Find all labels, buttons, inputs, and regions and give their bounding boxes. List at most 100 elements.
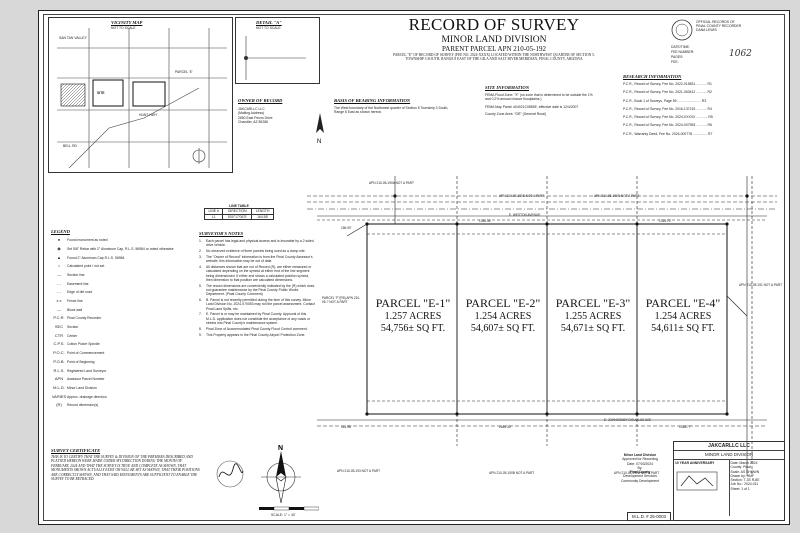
vicinity-label: PARCEL 'E'	[175, 70, 193, 74]
legend-item: - - Edge of dirt road	[51, 288, 189, 297]
recorder-line: OFFICIAL RECORDS OF	[696, 20, 735, 24]
legend-item: (R)Record dimension(s)	[51, 401, 189, 410]
parcel-sqft: 54,756± SQ FT.	[380, 323, 446, 334]
company-logo	[676, 471, 718, 491]
note-item: 2.No observed evidence of three parcels …	[199, 249, 315, 253]
approval-line: Development Services	[623, 474, 657, 479]
legend-item: P.O.C.Point of Commencement	[51, 349, 189, 358]
legend-symbol: x x	[56, 298, 62, 303]
detail-a: DETAIL "A" NOT TO SCALE	[235, 17, 320, 84]
legend-label: Edge of dirt road	[67, 290, 93, 295]
line-table-header: LENGTH	[255, 209, 270, 214]
note-item: 4.All distances shown that are not of Re…	[199, 265, 315, 282]
recorder-handwritten: 1062	[729, 49, 752, 59]
legend-symbol: - -	[57, 289, 61, 295]
legend-label: Found 2" Aluminum Cap R.L.S. 56984	[67, 255, 125, 260]
svg-text:N: N	[317, 139, 321, 145]
apn-label: APN 210-05-193 NOT A PART	[337, 469, 381, 473]
recorder-line: PINAL COUNTY RECORDER	[696, 24, 742, 28]
legend-symbol: ▲	[57, 254, 61, 260]
dimension-label: 156.90'	[341, 226, 352, 230]
road-label-north: E. WESTON AVENUE	[509, 213, 541, 217]
north-arrow-icon: N	[261, 445, 301, 503]
legend-item: —Section line	[51, 271, 189, 280]
apn-label: APN 210-05-191 NOT A PART	[739, 283, 783, 287]
legend-symbol: (R)	[56, 402, 62, 408]
title-block-left: 10 YEAR ANNIVERSARY	[674, 460, 730, 516]
site-line: FEMA Flood Zone: "X" (no zone that is de…	[485, 93, 593, 102]
legend-symbol: C.P.S.	[53, 341, 65, 347]
site-line: FEMA Map Panel: #04021C0855E, effective …	[485, 104, 579, 109]
certificate-text: THIS IS TO CERTIFY THAT THE SURVEY & DIV…	[51, 455, 200, 482]
parcel-sqft: 54,611± SQ FT.	[651, 323, 715, 334]
note-text: The record dimensions are conveniently i…	[206, 283, 315, 297]
legend-label: Point of Beginning	[67, 359, 95, 364]
anniversary-text: 10 YEAR ANNIVERSARY	[675, 461, 715, 465]
dimension-label: 1336.34'	[479, 219, 492, 223]
apn-label: APN 210-05-190D NOT A PART	[594, 194, 640, 198]
owner-line: (Mailing Address)	[238, 111, 265, 116]
note-number: 6.	[199, 298, 202, 303]
scale-bar	[259, 506, 319, 511]
parcel-sqft: 54,671± SQ FT.	[560, 323, 626, 334]
legend-label: Calculated point / not set	[67, 264, 105, 269]
vicinity-label: HUNT HWY	[139, 113, 158, 117]
research-line: P.C.R., Record of Survey, Fee No. 2024-0…	[623, 123, 712, 128]
dimension-label: 161.98'	[341, 425, 352, 429]
legend-label: Found monument as noted	[67, 238, 108, 243]
legend-label: Center	[67, 333, 78, 338]
legend-symbol: APN	[54, 376, 64, 382]
apn-label: APN 210-05-190E NOT A PART	[499, 194, 545, 198]
legend-symbol: P.O.B.	[53, 358, 65, 364]
apn-label: APN 210-05-190B NOT A PART	[614, 471, 660, 475]
legend-item: ▲ Found 2" Aluminum Cap R.L.S. 56984	[51, 253, 189, 262]
legend-item: ◉Set 5/8" Rebar with 2" Aluminum Cap, R.…	[51, 245, 189, 254]
research-header: RESEARCH INFORMATION	[623, 74, 682, 79]
vicinity-map: VICINITY MAP NOT TO SCALE SAN TAN VALLEY…	[48, 17, 233, 173]
sheet-border	[43, 14, 785, 521]
vicinity-label: SAN TAN VALLEY	[59, 36, 87, 40]
tb-info: County: Pinal	[730, 465, 751, 470]
legal-description-1: PARCEL "E" OF RECORD OF SURVEY (FEE NO. …	[393, 53, 595, 57]
note-item: 9.This Property appears in the Pinal Cou…	[199, 333, 315, 337]
legend-symbol: P.O.C.	[53, 350, 65, 356]
tb-info: Job No.: 2024-011	[730, 482, 759, 487]
note-text: Pinal Zone of Accommodated Pinal County …	[206, 326, 308, 331]
legend-symbol: CTR	[54, 332, 64, 338]
parent-parcel: PARENT PARCEL APN 210-05-192	[442, 45, 546, 53]
vicinity-map-drawing	[57, 28, 227, 169]
recorder-field: FEE:	[671, 60, 679, 64]
note-item: 5.The record dimensions are conveniently…	[199, 284, 315, 297]
legend-item: - -Easement line	[51, 279, 189, 288]
legend-item: P.C.R.Pinal County Recorder	[51, 314, 189, 323]
note-text: E. Parcel is or may be maintained by Pin…	[206, 312, 311, 326]
tb-info: Section: T-3S R-8E	[730, 478, 760, 483]
legal-description-2: TOWNSHIP 3 SOUTH, RANGE 8 EAST OF THE GI…	[405, 57, 583, 62]
approval-block: Minor Land Division Approved for Recordi…	[611, 453, 669, 483]
legend-label: Assessor Parcel Number	[67, 377, 105, 382]
parcel-e2: PARCEL "E-2" 1.254 ACRES 54,607± SQ FT.	[459, 296, 547, 335]
legend-item: C.P.S.Cotton Picker Spindle	[51, 340, 189, 349]
note-text: No observed evidence of three parcels be…	[206, 249, 306, 254]
site-header: SITE INFORMATION	[485, 85, 530, 90]
legend-label: Fence line	[67, 299, 83, 303]
tb-info: Drawn by: HMF	[730, 473, 755, 478]
note-item: 3.The "Owner of Record" information is f…	[199, 255, 315, 264]
line-table-cell: S00°17'06"E	[223, 214, 253, 219]
title-block-right: Date: March 2024 County: Pinal Scale: AS…	[730, 460, 785, 516]
note-item: 7.E. Parcel is or may be maintained by P…	[199, 312, 315, 325]
title-block-header: RECORD OF SURVEY MINOR LAND DIVISION PAR…	[339, 15, 649, 62]
vicinity-map-subtitle: NOT TO SCALE	[111, 26, 136, 30]
line-table-title: LINE TABLE	[229, 204, 249, 208]
title-block-body: 10 YEAR ANNIVERSARY Date: March 2024 Cou…	[674, 460, 784, 516]
owner-line: 2650 East Pecos Drive	[238, 115, 273, 120]
title-block: JAKCARLLC LLC MINOR LAND DIVISION 10 YEA…	[673, 441, 785, 521]
survey-sheet: VICINITY MAP NOT TO SCALE SAN TAN VALLEY…	[38, 10, 790, 525]
line-table-header: DIRECTION	[223, 209, 253, 214]
research-information: RESEARCH INFORMATION P.C.R., Record of S…	[623, 74, 773, 136]
parcel-e3: PARCEL "E-3" 1.255 ACRES 54,671± SQ FT.	[549, 296, 637, 335]
detail-a-subtitle: NOT TO SCALE	[256, 26, 281, 30]
vicinity-label: SITE	[97, 91, 105, 95]
